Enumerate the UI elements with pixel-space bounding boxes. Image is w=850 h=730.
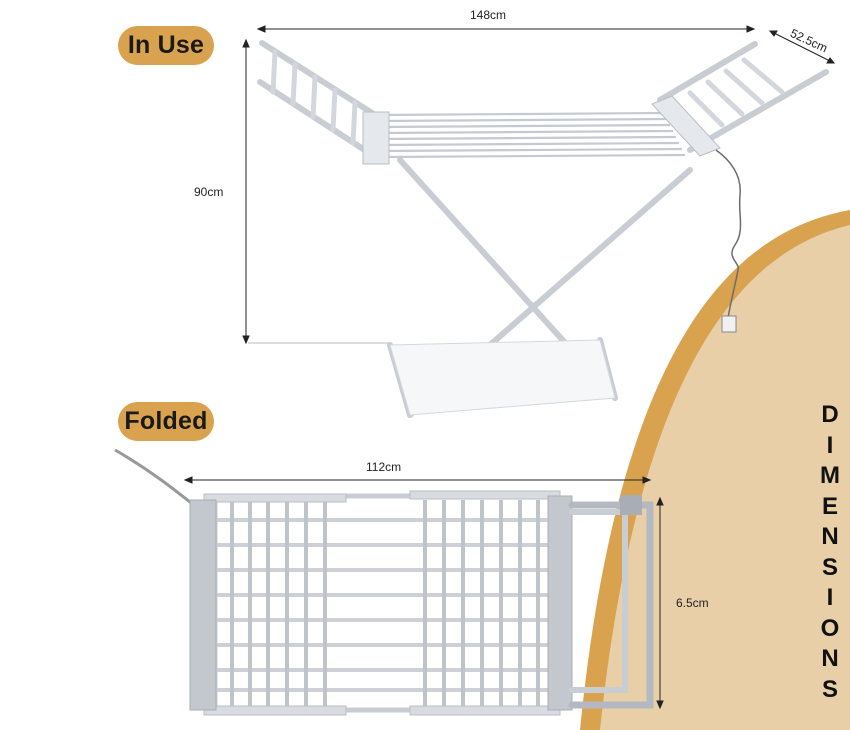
length-dimension-label: 112cm: [366, 460, 402, 474]
dimensions-title-letter: O: [820, 614, 840, 642]
left-wing-bars: [270, 49, 358, 146]
folded-right-end-cap: [547, 495, 573, 711]
dimensions-title-letter: I: [826, 584, 834, 611]
lower-shelf: [389, 339, 616, 416]
folded-bottom-bracket-right: [409, 705, 561, 716]
folded-right-wing-bars: [423, 500, 540, 706]
dimensions-title-letter: I: [826, 431, 834, 459]
thickness-dimension-line: [656, 496, 664, 710]
power-plug: [721, 315, 737, 333]
in-use-label: In Use: [127, 31, 205, 59]
right-end-cap: [651, 95, 721, 157]
depth-dimension-line: [768, 30, 836, 64]
length-dimension-line: [183, 476, 652, 484]
folded-horizontal-rails: [215, 518, 550, 692]
left-end-cap: [362, 111, 390, 165]
folded-label: Folded: [124, 407, 208, 435]
width-dimension-line: [256, 25, 756, 33]
folded-leg-joint: [620, 495, 642, 515]
dimensions-title-letter: S: [821, 553, 838, 581]
dimensions-title-letter: N: [821, 523, 839, 550]
folded-top-bracket-right: [409, 490, 561, 500]
folded-badge: Folded: [118, 402, 214, 441]
height-dimension-label: 90cm: [194, 185, 224, 199]
dimensions-title-letter: E: [821, 492, 838, 520]
folded-left-end-cap: [189, 499, 217, 711]
right-wing: [657, 41, 829, 153]
top-rails: [377, 111, 686, 159]
dimensions-title-letter: S: [821, 675, 838, 703]
dimensions-title-letter: N: [821, 645, 839, 672]
dimensions-title-letter: D: [821, 401, 839, 428]
folded-bottom-bracket-left: [203, 705, 347, 716]
width-dimension-label: 148cm: [470, 8, 507, 22]
thickness-dimension-label: 6.5cm: [676, 596, 709, 610]
power-cord: [715, 149, 742, 319]
height-dimension-line: [242, 38, 390, 345]
dimensions-title-letter: M: [820, 462, 840, 489]
folded-top-bracket-left: [203, 493, 347, 503]
in-use-badge: In Use: [118, 26, 214, 65]
left-wing: [257, 40, 383, 163]
folded-left-wing-bars: [230, 500, 327, 706]
folded-legs: [568, 501, 654, 709]
